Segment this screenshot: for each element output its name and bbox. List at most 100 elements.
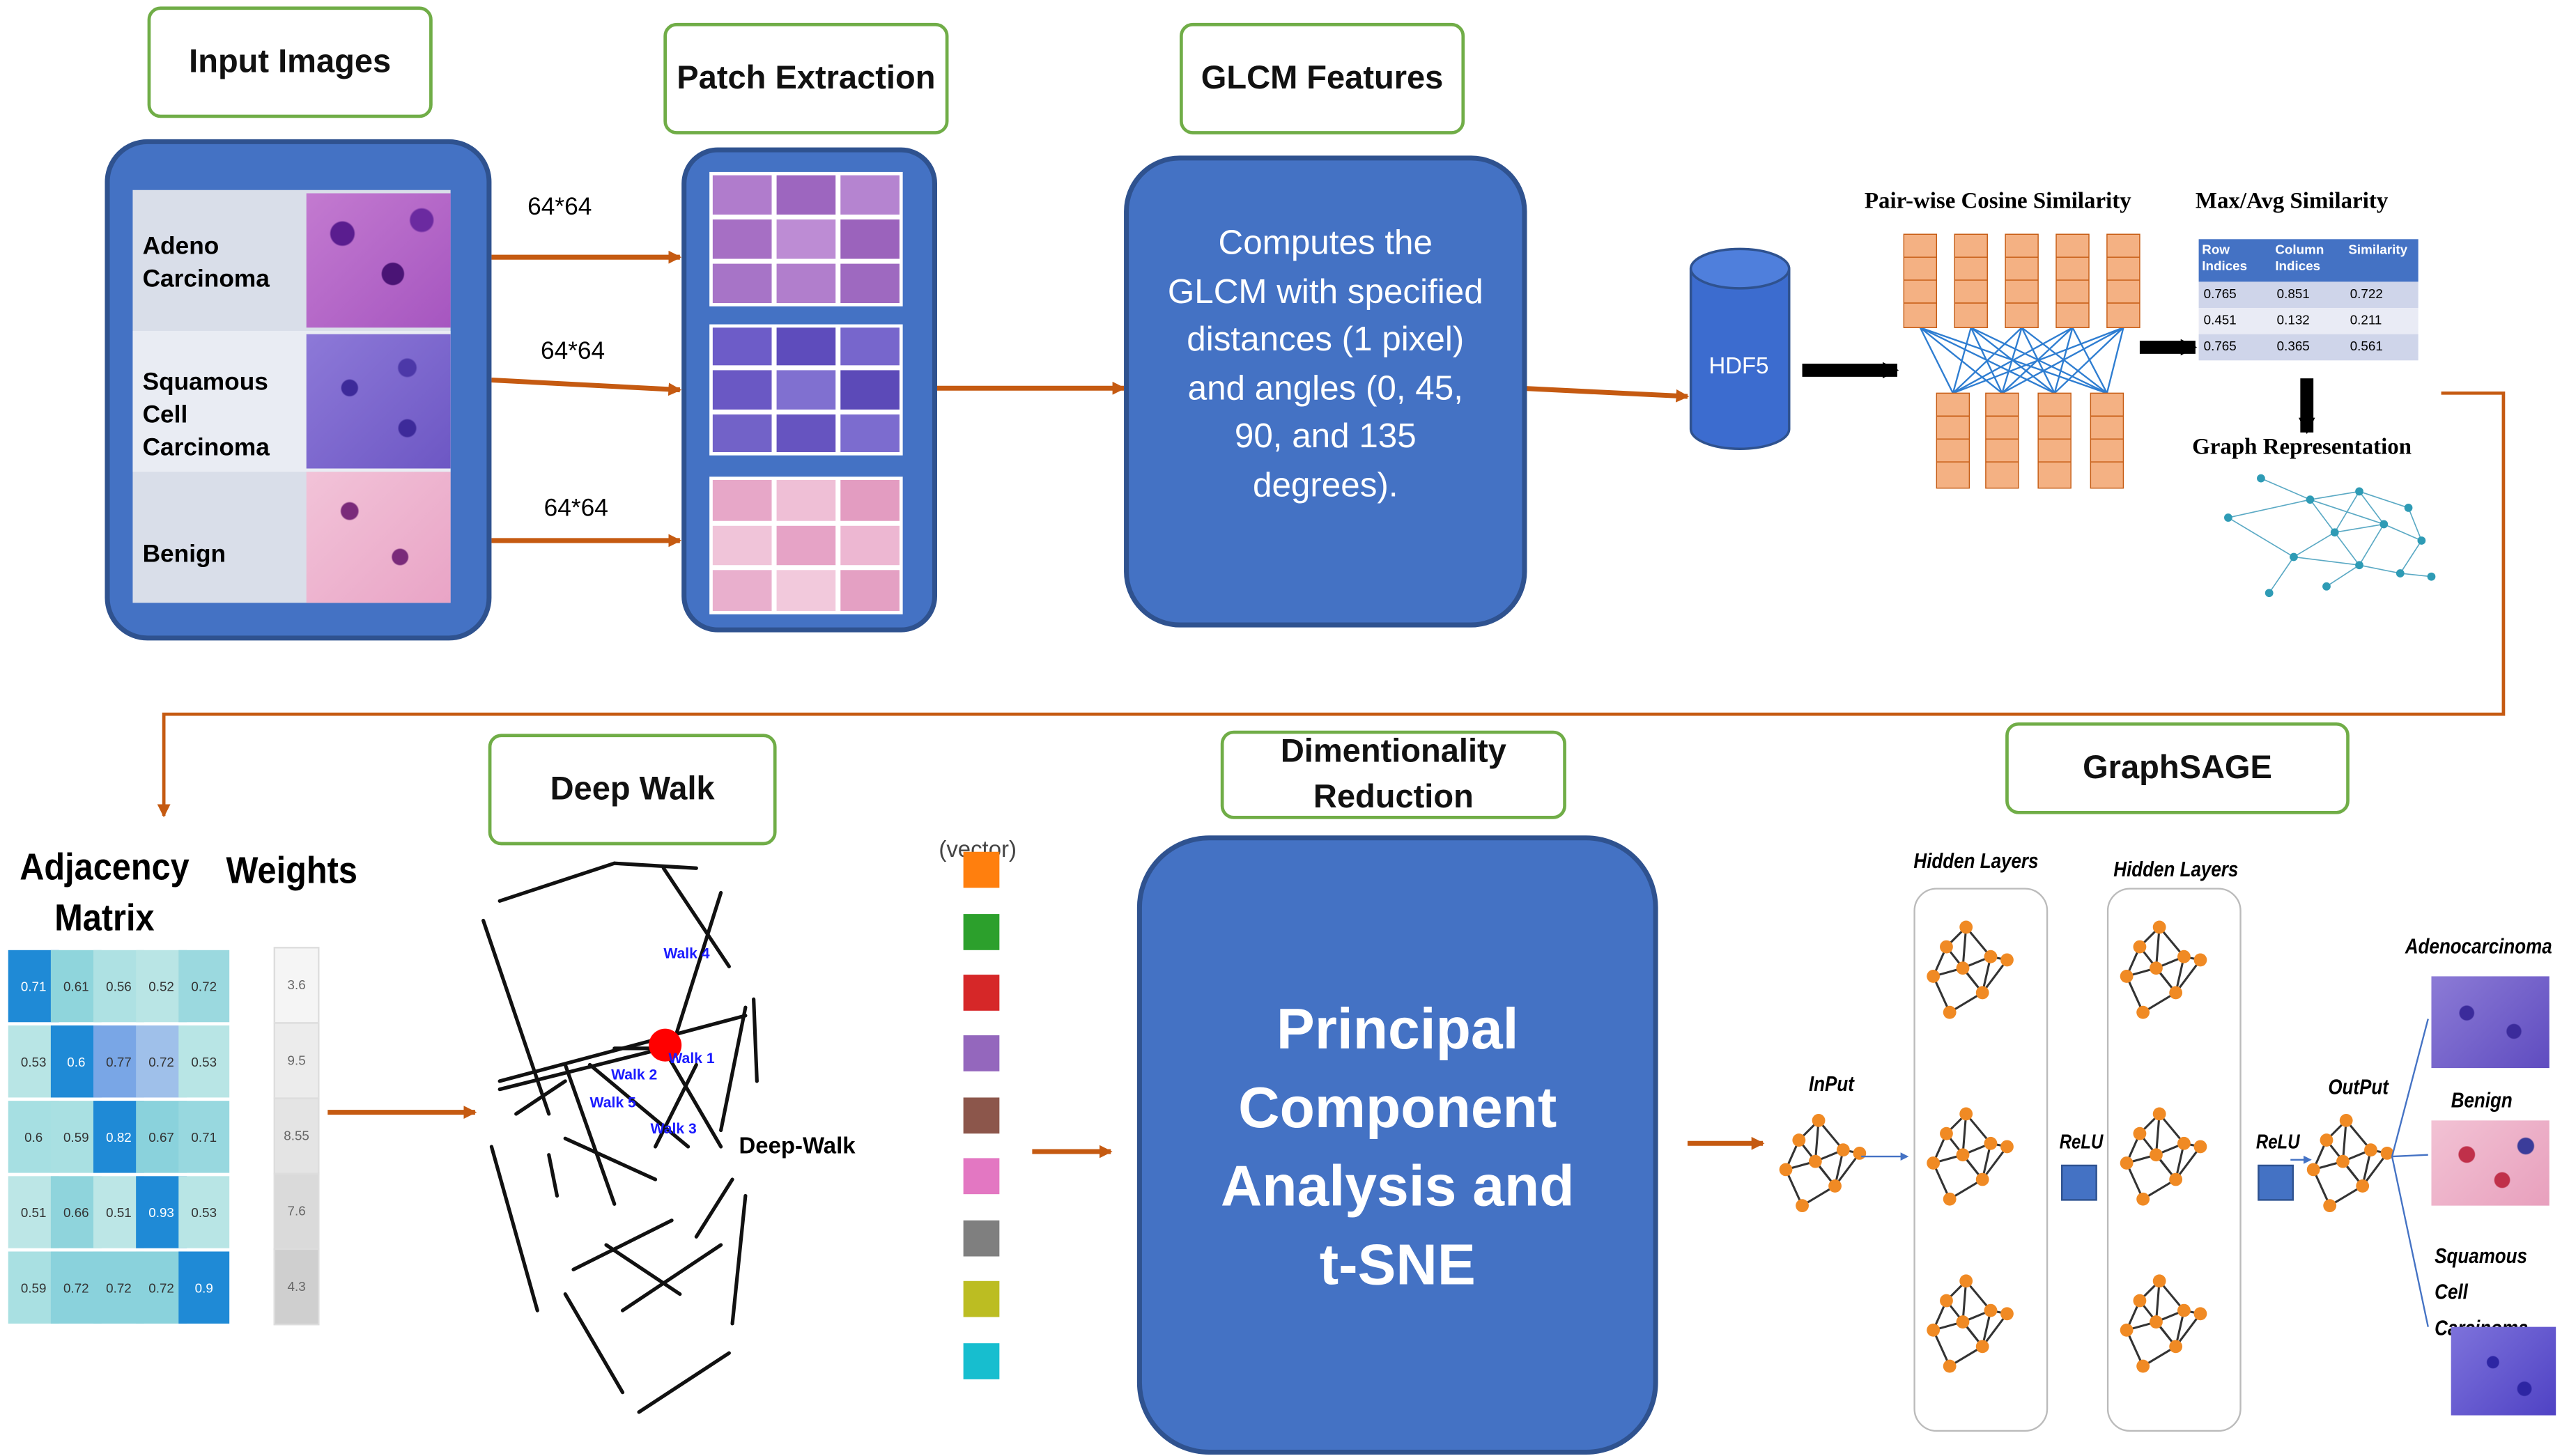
patch-grid-benign [709, 477, 903, 614]
patch-extraction-label: Patch Extraction [663, 22, 949, 134]
graph-representation-title: Graph Representation [2192, 435, 2412, 460]
matrix-cell: 0.72 [136, 1251, 187, 1324]
hidden-layer-2 [2106, 888, 2242, 1432]
vector-swatch [963, 1343, 1000, 1379]
adjacency-matrix-title: Adjacency Matrix [20, 845, 190, 939]
matrix-cell: 0.77 [93, 1025, 144, 1098]
header-similarity: Similarity [2348, 242, 2408, 258]
matrix-cell: 0.56 [93, 950, 144, 1023]
vector-swatch [963, 1158, 1000, 1195]
dimensionality-reduction-label: Dimentionality Reduction [1220, 730, 1566, 819]
pca-tsne-text: Principal Component Analysis and t-SNE [1220, 998, 1575, 1298]
matrix-cell: 0.72 [178, 950, 230, 1023]
glcm-features-label: GLCM Features [1180, 22, 1465, 134]
vector-swatch [963, 914, 1000, 950]
patch-size-3: 64*64 [543, 495, 608, 523]
relu-icon-2 [2258, 1164, 2294, 1201]
input-row-benign: Benign [132, 472, 451, 603]
matrix-cell: 0.52 [136, 950, 187, 1023]
dimred-panel: Principal Component Analysis and t-SNE [1136, 835, 1658, 1455]
hidden-layers-2-title: Hidden Layers [2113, 856, 2239, 882]
matrix-cell: 0.9 [178, 1251, 230, 1324]
weight-cell: 4.3 [273, 1248, 320, 1326]
graphsage-input-label: InPut [1808, 1071, 1854, 1097]
hdf5-cylinder [1689, 247, 1791, 451]
adenocarcinoma-output-image [2431, 976, 2549, 1069]
weight-cell: 7.6 [273, 1172, 320, 1250]
matrix-cell: 0.6 [8, 1101, 59, 1173]
matrix-cell: 0.59 [50, 1101, 102, 1173]
vector-swatch [963, 851, 1000, 888]
benign-output-image [2431, 1120, 2549, 1206]
row-label-benign: Benign [142, 540, 226, 568]
matrix-cell: 0.6 [50, 1025, 102, 1098]
matrix-cell: 0.51 [8, 1176, 59, 1248]
row-label-adeno: Adeno Carcinoma [142, 232, 270, 293]
cosine-upper-vectors [1903, 233, 2140, 328]
matrix-cell: 0.66 [50, 1176, 102, 1248]
similarity-table: Row Indices Column Indices Similarity 0.… [2198, 239, 2418, 361]
vector-swatch [963, 1035, 1000, 1071]
matrix-cell: 0.93 [136, 1176, 187, 1248]
weight-cell: 3.6 [273, 947, 320, 1024]
weight-cell: 9.5 [273, 1022, 320, 1099]
graph-representation-nodes [2224, 474, 2436, 598]
matrix-cell: 0.53 [178, 1025, 230, 1098]
matrix-cell: 0.71 [8, 950, 59, 1023]
input-row-adeno: Adeno Carcinoma [132, 190, 451, 331]
deepwalk-graph-edges [481, 861, 759, 1414]
class-label-benign: Benign [2451, 1087, 2513, 1113]
matrix-cell: 0.72 [50, 1251, 102, 1324]
arrow-squamous-to-patch [491, 378, 682, 396]
patch-grid-adeno [709, 171, 903, 307]
glcm-description: Computes the GLCM with specified distanc… [1167, 224, 1483, 504]
matrix-cell: 0.53 [8, 1025, 59, 1098]
adjacency-matrix: 0.71 0.61 0.56 0.52 0.72 0.53 0.6 0.77 0… [8, 950, 230, 1327]
walk-label-5: Walk 5 [589, 1094, 636, 1111]
squamous-output-image [2451, 1326, 2556, 1416]
weight-cell: 8.55 [273, 1097, 320, 1175]
adeno-tissue-image [306, 193, 451, 328]
patch-extraction-panel [681, 147, 938, 633]
deepwalk-start-node [649, 1028, 682, 1062]
squamous-tissue-image [306, 334, 451, 469]
hidden-layers-1-title: Hidden Layers [1913, 849, 2039, 874]
matrix-cell: 0.51 [93, 1176, 144, 1248]
class-label-adenocarcinoma: Adenocarcinoma [2405, 934, 2552, 959]
weights-title: Weights [226, 849, 357, 892]
benign-tissue-image [306, 472, 451, 603]
matrix-cell: 0.53 [178, 1176, 230, 1248]
vector-swatch [963, 975, 1000, 1011]
matrix-cell: 0.71 [178, 1101, 230, 1173]
input-images-label: Input Images [147, 6, 433, 118]
walk-label-4: Walk 4 [663, 945, 710, 962]
relu-icon-1 [2061, 1164, 2097, 1201]
relu-label-1: ReLU [2059, 1130, 2104, 1154]
input-row-squamous: Squamous Cell Carcinoma [132, 330, 451, 472]
input-images-panel: Adeno Carcinoma Squamous Cell Carcinoma … [105, 139, 492, 641]
patch-size-2: 64*64 [540, 337, 605, 366]
cosine-lower-vectors [1936, 392, 2124, 489]
walk-label-2: Walk 2 [611, 1066, 658, 1083]
similarity-table-header: Row Indices Column Indices Similarity [2198, 239, 2418, 282]
vector-swatch [963, 1097, 1000, 1134]
matrix-cell: 0.61 [50, 950, 102, 1023]
deep-walk-label: Deep Walk [488, 734, 777, 846]
arrow-glcm-to-hdf5 [1520, 385, 1690, 403]
hdf5-label: HDF5 [1708, 352, 1769, 379]
walk-label-1: Walk 1 [668, 1050, 715, 1067]
patch-grid-squamous [709, 324, 903, 456]
hidden-layer-1 [1913, 888, 2049, 1432]
matrix-cell: 0.82 [93, 1101, 144, 1173]
matrix-cell: 0.67 [136, 1101, 187, 1173]
matrix-cell: 0.59 [8, 1251, 59, 1324]
glcm-panel: Computes the GLCM with specified distanc… [1124, 155, 1527, 628]
deep-walk-caption: Deep-Walk [739, 1131, 856, 1159]
maxavg-similarity-title: Max/Avg Similarity [2195, 189, 2389, 215]
vector-swatch [963, 1220, 1000, 1257]
matrix-cell: 0.72 [136, 1025, 187, 1098]
header-column-indices: Column Indices [2275, 242, 2324, 274]
